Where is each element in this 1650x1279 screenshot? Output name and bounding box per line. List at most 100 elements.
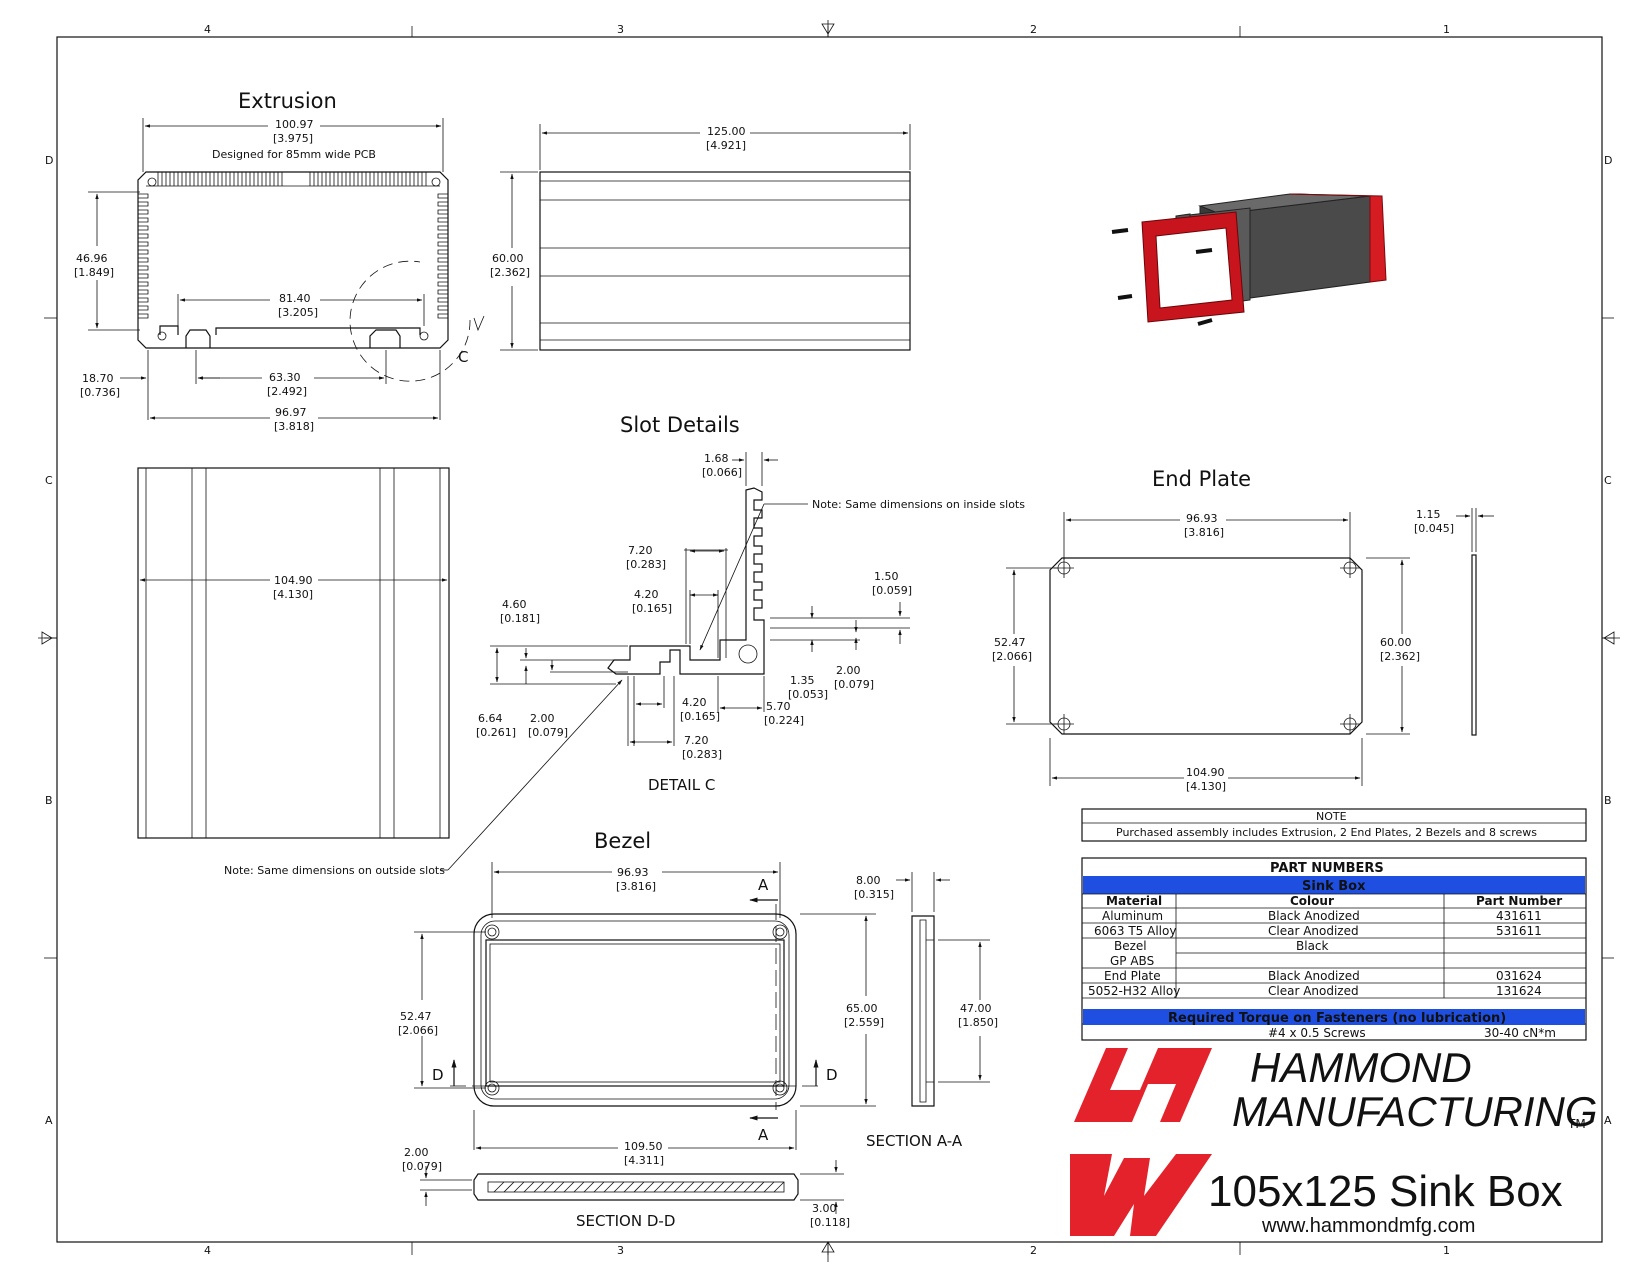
bottom-slots bbox=[159, 325, 421, 348]
torque-header: Required Torque on Fasteners (no lubrica… bbox=[1168, 1011, 1506, 1026]
isometric-assembly bbox=[1111, 193, 1387, 326]
extrusion-view: Extrusion C 100.97 [3.975] Designed for … bbox=[74, 89, 485, 433]
slot-dim-4-mm: 4.60 bbox=[502, 598, 527, 611]
aa-inner-in: [1.850] bbox=[958, 1016, 998, 1029]
zone-left-b: B bbox=[45, 794, 53, 807]
bezel-left-in: [2.066] bbox=[398, 1024, 438, 1037]
slot-dim-6-in: [0.079] bbox=[834, 678, 874, 691]
side-length-in: [4.921] bbox=[706, 139, 746, 152]
zone-bottom-2: 2 bbox=[1030, 1244, 1037, 1257]
bezel-outer bbox=[473, 913, 797, 1107]
ext-inner-in: [3.205] bbox=[278, 306, 318, 319]
dd-thick-mm: 3.00 bbox=[812, 1202, 837, 1215]
zone-right-d: D bbox=[1604, 154, 1612, 167]
outside-slot-note: Note: Same dimensions on outside slots bbox=[224, 864, 445, 877]
extrusion-title: Extrusion bbox=[238, 89, 337, 113]
slot-dim-7-in: [0.053] bbox=[788, 688, 828, 701]
product-title: 105x125 Sink Box bbox=[1208, 1167, 1563, 1216]
slot-details: Slot Details Note: Same dimensions on in… bbox=[224, 413, 1025, 877]
extrusion-side-view: 125.00 [4.921] 60.00 [2.362] bbox=[490, 124, 911, 351]
col-colour: Colour bbox=[1290, 894, 1334, 908]
ext-height-in: [1.849] bbox=[74, 266, 114, 279]
bezel-title: Bezel bbox=[594, 829, 651, 853]
bezel-height-mm: 65.00 bbox=[846, 1002, 878, 1015]
ext-width-mm: 100.97 bbox=[275, 118, 314, 131]
slot-dim-8-mm: 6.64 bbox=[478, 712, 503, 725]
zone-top-3: 3 bbox=[617, 23, 624, 36]
bezel-top-in: [3.816] bbox=[616, 880, 656, 893]
ep-top-in: [3.816] bbox=[1184, 526, 1224, 539]
ep-right-in: [2.362] bbox=[1380, 650, 1420, 663]
bezel-holes bbox=[484, 924, 788, 1096]
zone-left-c: C bbox=[45, 474, 53, 487]
ep-thick-in: [0.045] bbox=[1414, 522, 1454, 535]
slot-dim-3-in: [0.165] bbox=[632, 602, 672, 615]
table-row: 431611 bbox=[1496, 909, 1542, 923]
side-height-in: [2.362] bbox=[490, 266, 530, 279]
section-a-bottom: A bbox=[758, 1126, 769, 1144]
section-dd: 2.00 [0.079] 3.00 [0.118] SECTION D-D bbox=[402, 1146, 850, 1230]
ext-left-mm: 18.70 bbox=[82, 372, 114, 385]
table-row: Clear Anodized bbox=[1268, 924, 1359, 938]
section-aa-caption: SECTION A-A bbox=[866, 1132, 963, 1150]
brand-name: HAMMOND bbox=[1250, 1044, 1472, 1091]
ext-base-in: [3.818] bbox=[274, 420, 314, 433]
side-fins bbox=[138, 193, 448, 319]
section-aa: 8.00 [0.315] 47.00 [1.850] SECTION A-A bbox=[854, 872, 998, 1150]
section-dd-caption: SECTION D-D bbox=[576, 1212, 675, 1230]
dd-thick-in: [0.118] bbox=[810, 1216, 850, 1229]
slot-dim-6-mm: 2.00 bbox=[836, 664, 861, 677]
top-fins bbox=[157, 172, 427, 186]
sheet-border bbox=[56, 36, 1603, 1243]
ext-slot-span-mm: 63.30 bbox=[269, 371, 301, 384]
ext-inner-mm: 81.40 bbox=[279, 292, 311, 305]
end-plate-title: End Plate bbox=[1152, 467, 1251, 491]
extrusion-profile bbox=[137, 171, 449, 349]
note-header: NOTE bbox=[1316, 810, 1347, 823]
dd-lip-mm: 2.00 bbox=[404, 1146, 429, 1159]
slot-details-title: Slot Details bbox=[620, 413, 740, 437]
note-text: Purchased assembly includes Extrusion, 2… bbox=[1116, 826, 1537, 839]
extrusion-top-view: 104.90 [4.130] bbox=[137, 467, 450, 839]
zone-top-1: 1 bbox=[1443, 23, 1450, 36]
table-row: Black Anodized bbox=[1268, 969, 1360, 983]
table-row: Bezel bbox=[1114, 939, 1147, 953]
table-row: 6063 T5 Alloy bbox=[1094, 924, 1176, 938]
slot-dim-4-in: [0.181] bbox=[500, 612, 540, 625]
zone-top-2: 2 bbox=[1030, 23, 1037, 36]
ext-width-in: [3.975] bbox=[273, 132, 313, 145]
zone-top-4: 4 bbox=[204, 23, 211, 36]
slot-dim-12-mm: 7.20 bbox=[684, 734, 709, 747]
detail-c-circle bbox=[349, 260, 471, 382]
slot-dim-5-mm: 1.50 bbox=[874, 570, 899, 583]
torque-screws: #4 x 0.5 Screws bbox=[1268, 1026, 1366, 1040]
end-plate-holes bbox=[1054, 558, 1360, 734]
bezel-left-mm: 52.47 bbox=[400, 1010, 432, 1023]
section-a-top: A bbox=[758, 876, 769, 894]
detail-c-caption: DETAIL C bbox=[648, 776, 715, 794]
section-d-left: D bbox=[432, 1066, 444, 1084]
col-material: Material bbox=[1106, 894, 1162, 908]
note-box: NOTE Purchased assembly includes Extrusi… bbox=[1081, 808, 1587, 842]
slot-profile bbox=[607, 487, 765, 675]
detail-c-label: C bbox=[458, 348, 468, 366]
table-row: 5052-H32 Alloy bbox=[1088, 984, 1180, 998]
end-plate-view: End Plate 96.93 [3.816] 1.15 [0.045] 52.… bbox=[992, 467, 1494, 793]
zone-left-d: D bbox=[45, 154, 53, 167]
zone-right-c: C bbox=[1604, 474, 1612, 487]
slot-dim-1-in: [0.066] bbox=[702, 466, 742, 479]
website-url: www.hammondmfg.com bbox=[1261, 1215, 1475, 1237]
col-part-number: Part Number bbox=[1476, 894, 1562, 908]
slot-dim-5-in: [0.059] bbox=[872, 584, 912, 597]
slot-dim-11-mm: 5.70 bbox=[766, 700, 791, 713]
table-subtitle: Sink Box bbox=[1302, 879, 1366, 894]
table-row: Aluminum bbox=[1102, 909, 1163, 923]
ep-bottom-mm: 104.90 bbox=[1186, 766, 1225, 779]
slot-dim-10-mm: 4.20 bbox=[682, 696, 707, 709]
slot-dim-7-mm: 1.35 bbox=[790, 674, 815, 687]
table-row: 031624 bbox=[1496, 969, 1542, 983]
end-plate-outline bbox=[1049, 557, 1363, 735]
slot-dim-1-mm: 1.68 bbox=[704, 452, 729, 465]
slot-dim-3-mm: 4.20 bbox=[634, 588, 659, 601]
ep-thick-mm: 1.15 bbox=[1416, 508, 1441, 521]
